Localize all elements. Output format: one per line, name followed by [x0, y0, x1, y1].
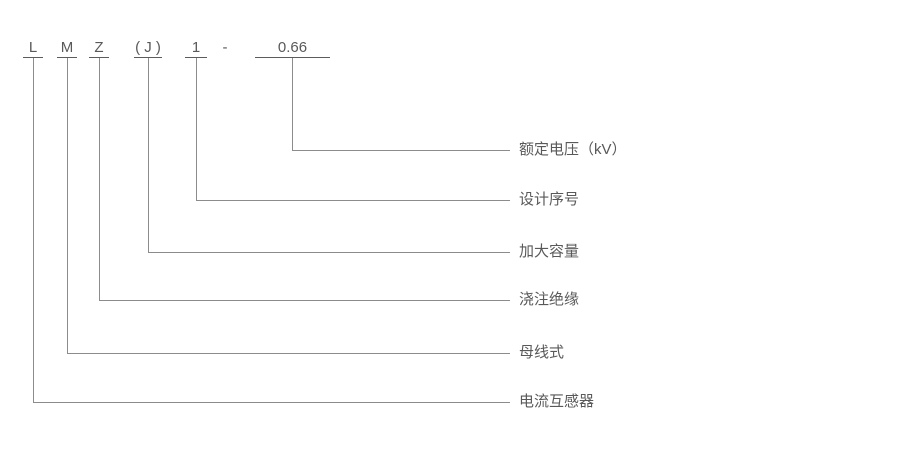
- leader-vertical-cast-insulation: [99, 58, 100, 300]
- leader-horizontal-busbar-type: [67, 353, 510, 354]
- leader-horizontal-enlarged-capacity: [148, 252, 510, 253]
- underline-design-number: [185, 57, 207, 58]
- code-separator: -: [222, 39, 228, 56]
- underline-letter-j: [134, 57, 162, 58]
- underline-voltage-value: [255, 57, 330, 58]
- label-busbar-type: 母线式: [519, 344, 565, 361]
- leader-vertical-enlarged-capacity: [148, 58, 149, 252]
- label-design-serial: 设计序号: [519, 191, 580, 208]
- code-letter-z: Z: [94, 39, 104, 56]
- code-letter-m: M: [60, 39, 74, 56]
- leader-vertical-design-serial: [196, 58, 197, 200]
- label-enlarged-capacity: 加大容量: [519, 243, 580, 260]
- underline-letter-z: [89, 57, 109, 58]
- code-design-number: 1: [191, 39, 201, 56]
- leader-horizontal-current-transformer: [33, 402, 510, 403]
- underline-letter-m: [57, 57, 77, 58]
- leader-vertical-busbar-type: [67, 58, 68, 353]
- leader-horizontal-design-serial: [196, 200, 510, 201]
- leader-horizontal-cast-insulation: [99, 300, 510, 301]
- leader-vertical-current-transformer: [33, 58, 34, 402]
- leader-horizontal-rated-voltage: [292, 150, 510, 151]
- code-letter-j: ( J ): [135, 39, 161, 56]
- leader-vertical-rated-voltage: [292, 58, 293, 150]
- underline-letter-l: [23, 57, 43, 58]
- label-rated-voltage: 额定电压（kV）: [519, 141, 627, 158]
- code-voltage-value: 0.66: [277, 39, 308, 56]
- label-cast-insulation: 浇注绝缘: [519, 291, 580, 308]
- label-current-transformer: 电流互感器: [519, 393, 595, 410]
- code-letter-l: L: [28, 39, 38, 56]
